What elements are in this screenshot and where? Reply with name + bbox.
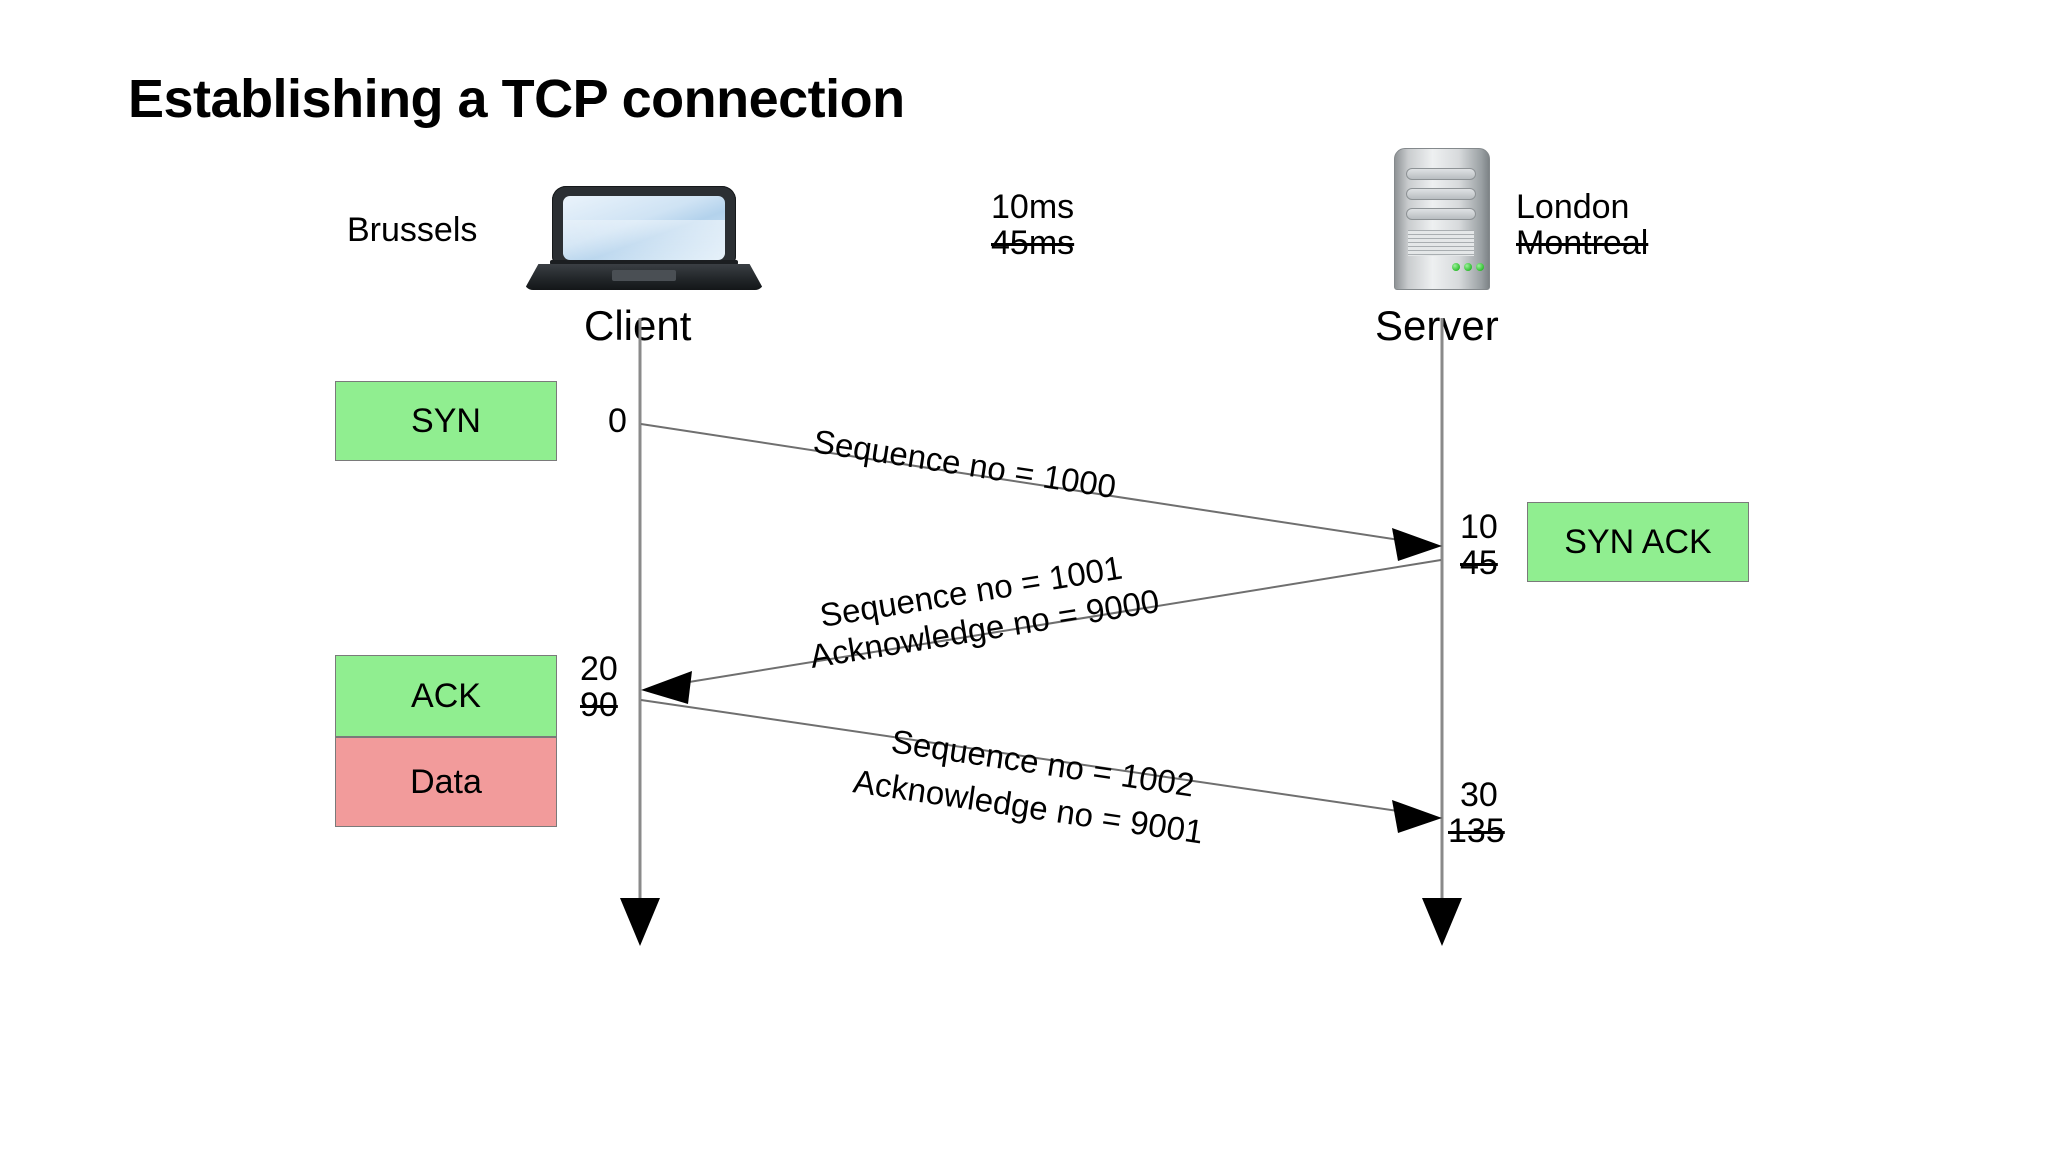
laptop-icon [524, 186, 764, 290]
server-location-current-label: London [1516, 188, 1630, 226]
timestamp-server-syn-struck: 45 [1460, 544, 1498, 582]
server-location-struck-label: Montreal [1516, 224, 1649, 262]
timestamp-client-synack-struck: 90 [580, 686, 618, 724]
client-lifeline-arrowhead [620, 898, 660, 946]
message-line-syn-ack [651, 559, 1442, 689]
client-location-label: Brussels [347, 211, 478, 249]
client-name-label: Client [584, 302, 692, 349]
legend-label-ack: ACK [411, 676, 481, 715]
page-title: Establishing a TCP connection [128, 69, 905, 129]
timestamp-client-start: 0 [608, 402, 627, 440]
server-name-label: Server [1375, 302, 1499, 349]
message-label-syn-line1: Sequence no = 1000 [811, 422, 1119, 505]
message-line-ack-data [640, 699, 1433, 817]
legend-label-syn: SYN [411, 401, 481, 440]
legend-box-syn: SYN [335, 381, 557, 461]
server-tower-icon [1394, 148, 1490, 290]
timestamp-server-ack-current: 30 [1460, 776, 1498, 814]
legend-box-ack: ACK [335, 655, 557, 737]
timestamp-server-ack-struck: 135 [1448, 812, 1505, 850]
timestamp-client-synack-current: 20 [580, 650, 618, 688]
message-line-syn [640, 423, 1433, 546]
server-lifeline-arrowhead [1422, 898, 1462, 946]
legend-label-data: Data [410, 762, 482, 801]
legend-label-syn-ack: SYN ACK [1564, 522, 1712, 561]
message-arrowhead-syn [1392, 528, 1442, 561]
message-arrowhead-syn-ack [641, 671, 692, 704]
message-arrowhead-ack-data [1392, 800, 1442, 833]
latency-struck-label: 45ms [991, 224, 1075, 262]
legend-box-data: Data [335, 737, 557, 827]
timestamp-server-syn-current: 10 [1460, 508, 1498, 546]
latency-current-label: 10ms [991, 188, 1075, 226]
legend-box-syn-ack: SYN ACK [1527, 502, 1749, 582]
